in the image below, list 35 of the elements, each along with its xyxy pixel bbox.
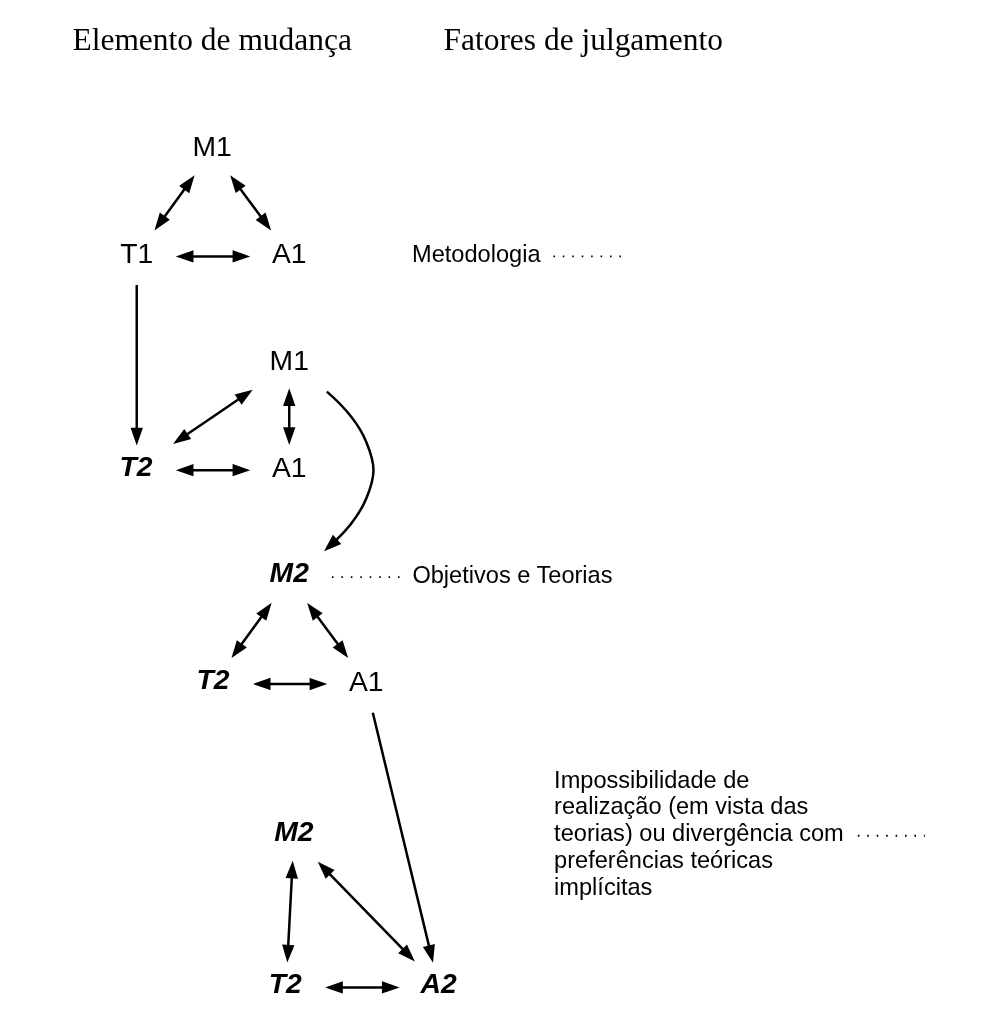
arrow	[231, 602, 272, 659]
label: Elemento de mudança	[72, 22, 352, 58]
arrow	[173, 389, 253, 444]
arrow	[325, 981, 400, 994]
node-text: M2	[274, 815, 314, 848]
arrow	[283, 388, 296, 445]
arrow	[175, 250, 251, 263]
node-text: A1	[271, 451, 307, 484]
arrow	[252, 677, 328, 691]
node-text: A2	[420, 966, 457, 999]
arrow	[175, 464, 251, 477]
node-text: T2	[268, 966, 302, 999]
arrow	[130, 285, 143, 446]
node-text: A1	[348, 664, 384, 697]
node-text: T2	[196, 663, 230, 696]
arrow	[317, 861, 415, 962]
node-text: T2	[119, 449, 153, 482]
arrow	[282, 860, 298, 963]
arrow	[230, 175, 272, 231]
connector	[552, 255, 623, 258]
node-text: Impossibilidade de realização (em vista das teorias) ou divergência com preferências teóricas implícitas	[554, 766, 844, 900]
node-text: T1	[120, 237, 154, 270]
node-text: Metodologia	[412, 240, 541, 267]
label: Fatores de julgamento	[443, 22, 723, 58]
arrow	[154, 175, 195, 231]
node-text: Objetivos e Teorias	[412, 561, 613, 588]
node-text: M2	[269, 556, 309, 589]
arrow	[371, 712, 435, 963]
connector	[856, 834, 926, 837]
node-text: M1	[192, 130, 232, 163]
arrow	[307, 602, 349, 659]
node-text: A1	[271, 237, 307, 270]
node-text: M1	[269, 344, 309, 377]
connector	[331, 576, 401, 579]
arrow	[324, 390, 375, 552]
